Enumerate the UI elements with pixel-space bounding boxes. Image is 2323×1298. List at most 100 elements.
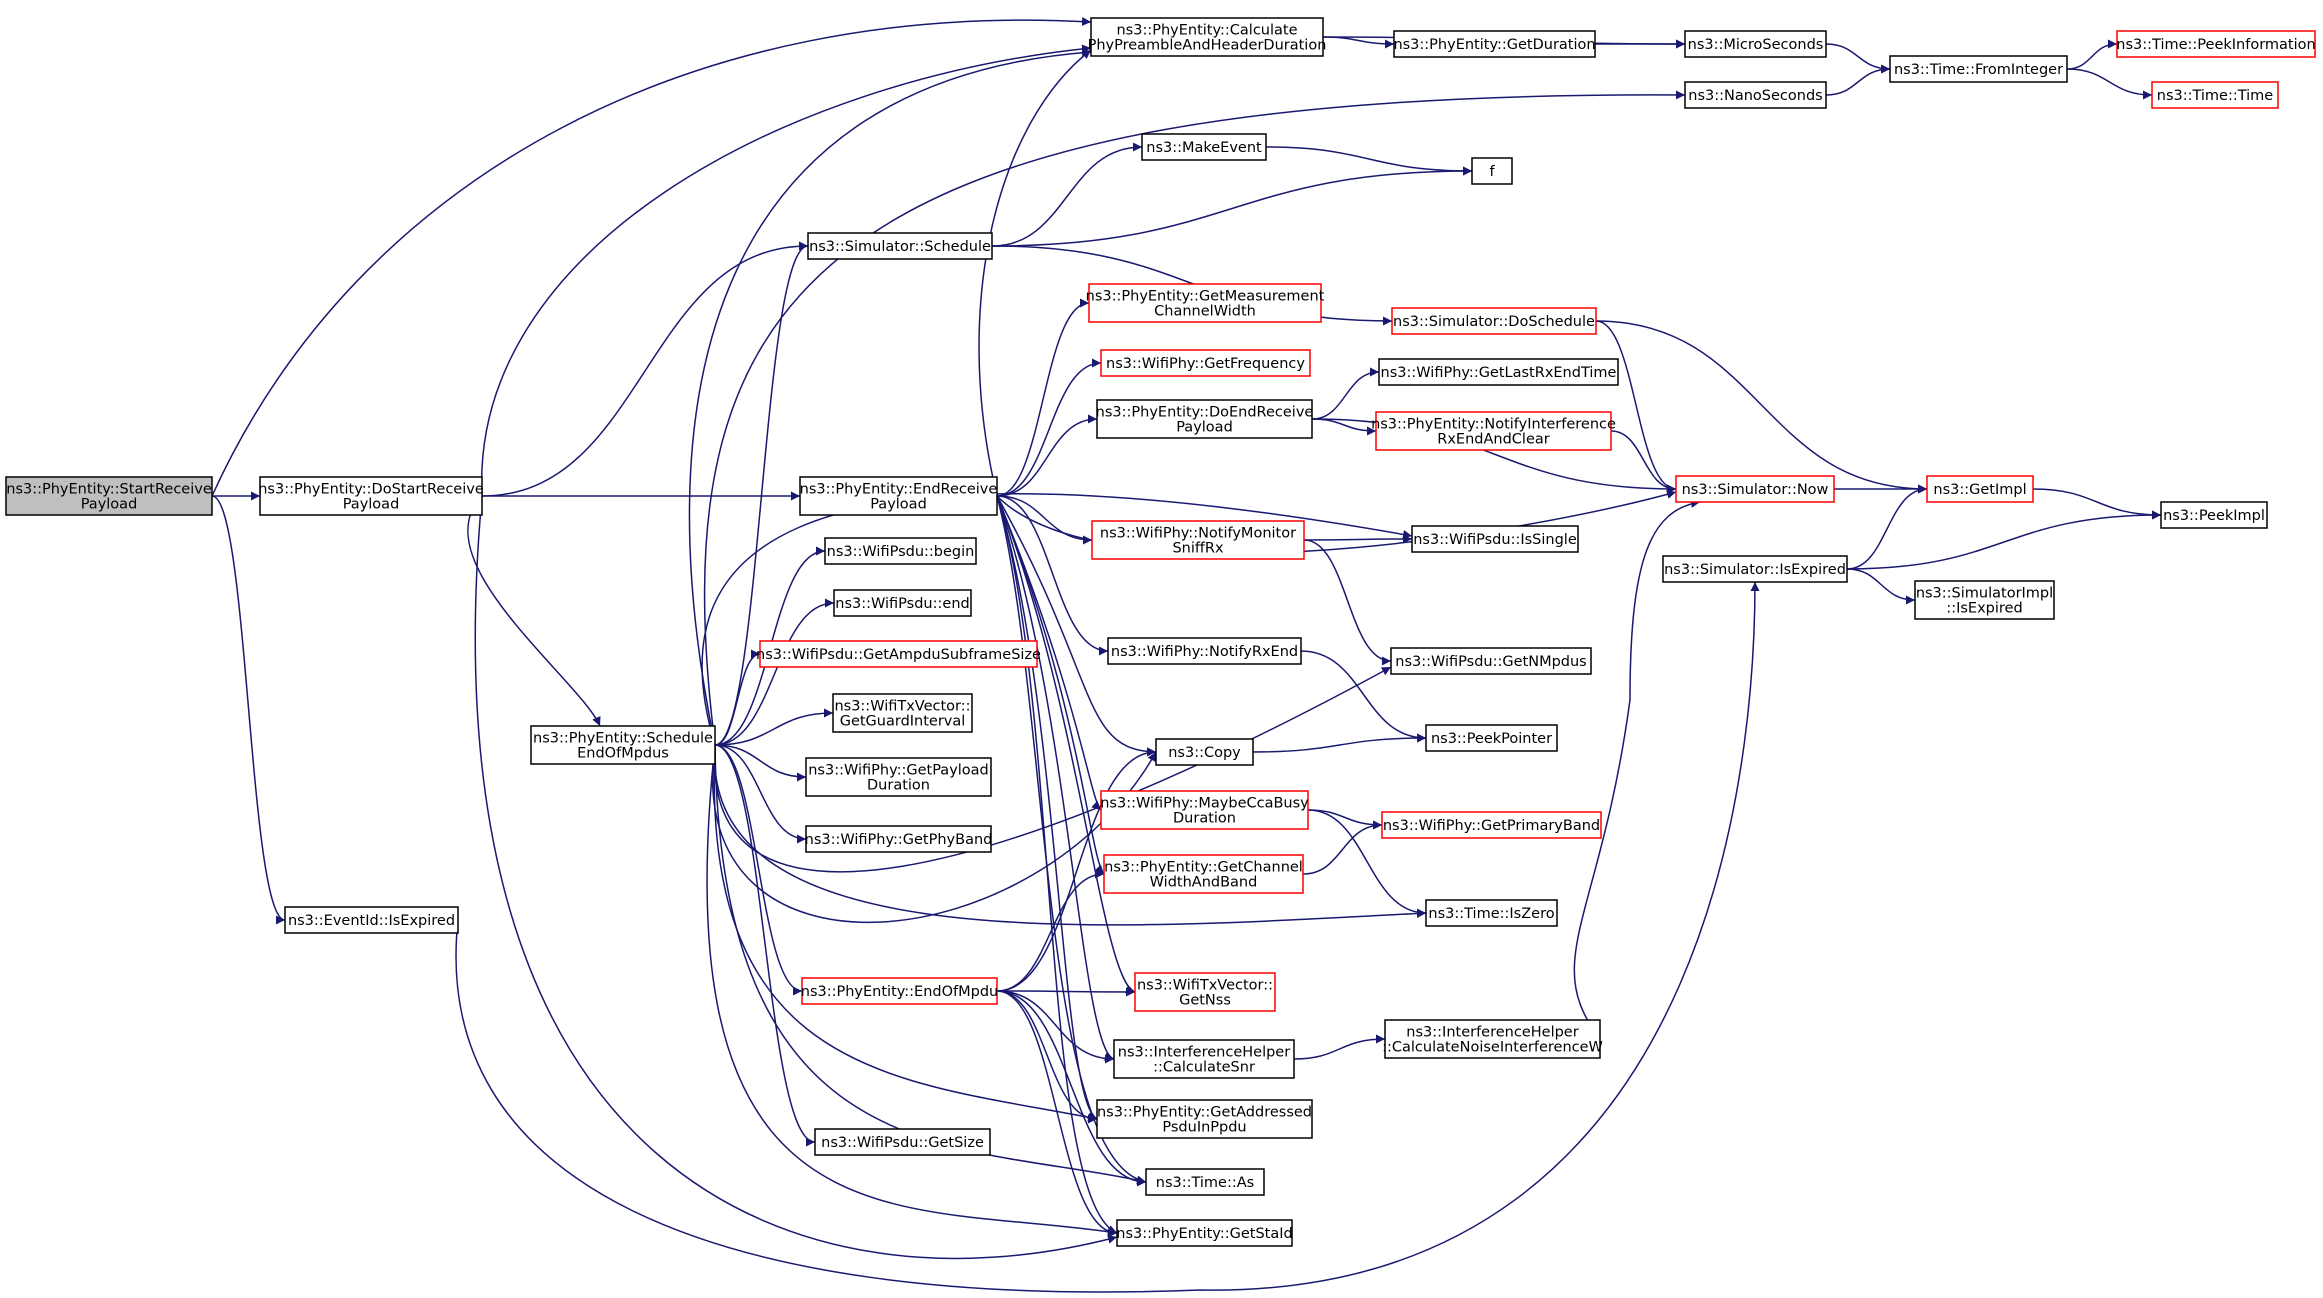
node-event-id-is-expired[interactable]: ns3::EventId::IsExpired [284,906,459,934]
node-box [1384,1019,1601,1059]
node-get-sta-id[interactable]: ns3::PhyEntity::GetStaId [1116,1219,1293,1247]
node-label: ns3::WifiPhy::GetLastRxEndTime [1381,365,1617,381]
node-box [1378,358,1619,386]
node-psdu-begin[interactable]: ns3::WifiPsdu::begin [824,537,977,565]
node-label: ns3::WifiPhy::GetPayload [808,763,989,779]
node-get-frequency[interactable]: ns3::WifiPhy::GetFrequency [1100,349,1311,377]
node-get-n-mpdus[interactable]: ns3::WifiPsdu::GetNMpdus [1390,647,1592,675]
node-from-integer[interactable]: ns3::Time::FromInteger [1889,55,2068,83]
node-label: ::CalculateNoiseInterferenceW [1382,1040,1603,1056]
node-nano-seconds[interactable]: ns3::NanoSeconds [1684,81,1827,109]
node-label: ns3::WifiPhy::GetPhyBand [805,832,993,848]
node-box [1091,520,1305,560]
edge-path [996,495,1157,757]
node-ampdu-subframe[interactable]: ns3::WifiPsdu::GetAmpduSubframeSize [756,640,1041,668]
edge-end-receive-payload-to-sim-now [996,490,1677,555]
node-make-event[interactable]: ns3::MakeEvent [1141,133,1267,161]
edge-path [1302,820,1383,875]
node-peek-impl[interactable]: ns3::PeekImpl [2160,501,2268,529]
node-time-is-zero[interactable]: ns3::Time::IsZero [1425,899,1558,927]
node-label: PsduInPpdu [1162,1120,1246,1136]
edge-path [1293,1034,1386,1060]
node-box [1381,811,1602,839]
node-get-impl[interactable]: ns3::GetImpl [1926,475,2034,503]
node-time-time[interactable]: ns3::Time::Time [2151,81,2279,109]
node-box [1107,637,1302,665]
node-notify-rx-end[interactable]: ns3::WifiPhy::NotifyRxEnd [1107,637,1302,665]
edge-end-receive-payload-to-channel-width-band [996,495,1105,875]
edge-from-integer-to-time-time [2066,68,2153,100]
node-primary-band[interactable]: ns3::WifiPhy::GetPrimaryBand [1381,811,1602,839]
node-end-of-mpdu[interactable]: ns3::PhyEntity::EndOfMpdu [801,977,999,1005]
node-last-rx-end[interactable]: ns3::WifiPhy::GetLastRxEndTime [1378,358,1619,386]
node-box [1113,1039,1295,1079]
node-f-node[interactable]: f [1471,157,1513,185]
node-do-schedule[interactable]: ns3::Simulator::DoSchedule [1391,307,1597,335]
node-calc-preamble[interactable]: ns3::PhyEntity::CalculatePhyPreambleAndH… [1088,17,1327,57]
edge-schedule-end-of-mpdus-to-get-sta-id [706,744,1118,1237]
node-get-phy-band[interactable]: ns3::WifiPhy::GetPhyBand [805,825,993,853]
node-box [1100,349,1311,377]
node-sim-impl-is-expired[interactable]: ns3::SimulatorImpl::IsExpired [1914,580,2055,620]
edge-end-of-mpdu-to-addressed-psdu [996,990,1098,1124]
node-box [799,476,998,516]
edge-end-receive-payload-to-calc-snr [996,495,1115,1061]
node-label: ns3::Simulator::Schedule [809,239,991,255]
node-box [814,1128,991,1156]
edge-sim-is-expired-to-peek-impl [1846,510,2162,570]
edge-schedule-end-of-mpdus-to-get-phy-band [714,744,807,844]
node-micro-seconds[interactable]: ns3::MicroSeconds [1684,30,1827,58]
edge-schedule-end-of-mpdus-to-guard-interval [714,708,834,746]
node-get-duration[interactable]: ns3::PhyEntity::GetDuration [1393,30,1596,58]
edge-path [706,744,1118,1237]
node-meas-channel-width[interactable]: ns3::PhyEntity::GetMeasurementChannelWid… [1086,283,1325,323]
node-sim-schedule[interactable]: ns3::Simulator::Schedule [807,232,993,260]
node-peek-information[interactable]: ns3::Time::PeekInformation [2116,30,2316,58]
node-box [1684,81,1827,109]
node-notify-interf[interactable]: ns3::PhyEntity::NotifyInterferenceRxEndA… [1371,411,1616,451]
node-calc-noise[interactable]: ns3::InterferenceHelper::CalculateNoiseI… [1382,1019,1603,1059]
node-box [1096,399,1313,439]
node-box [1393,30,1596,58]
node-label: ns3::PhyEntity::StartReceive [6,482,212,498]
node-calc-snr[interactable]: ns3::InterferenceHelper::CalculateSnr [1113,1039,1295,1079]
edge-path [714,744,816,1147]
node-sim-is-expired[interactable]: ns3::Simulator::IsExpired [1662,555,1848,583]
node-label: Payload [870,497,927,513]
edge-schedule-end-of-mpdus-to-is-single [701,493,1413,746]
edge-copy-node-to-peek-pointer [1252,733,1427,753]
edge-schedule-end-of-mpdus-to-payload-duration [714,744,807,782]
node-box [1141,133,1267,161]
node-psdu-end[interactable]: ns3::WifiPsdu::end [833,589,972,617]
edge-end-receive-payload-to-copy-node [996,495,1157,757]
edge-schedule-end-of-mpdus-to-time-is-zero [714,744,1427,926]
node-box [1134,972,1276,1012]
node-peek-pointer[interactable]: ns3::PeekPointer [1425,724,1558,752]
node-get-nss[interactable]: ns3::WifiTxVector::GetNss [1134,972,1276,1012]
node-guard-interval[interactable]: ns3::WifiTxVector::GetGuardInterval [832,693,973,733]
node-label: Duration [867,778,930,794]
node-label: ns3::WifiPsdu::end [835,596,969,612]
node-is-single[interactable]: ns3::WifiPsdu::IsSingle [1411,525,1579,553]
node-time-as[interactable]: ns3::Time::As [1145,1168,1265,1196]
node-psdu-get-size[interactable]: ns3::WifiPsdu::GetSize [814,1128,991,1156]
edge-maybe-cca-busy-to-time-is-zero [1307,809,1427,918]
edge-sim-schedule-to-make-event [991,142,1143,247]
edge-path [688,48,1092,746]
node-box [284,906,459,934]
node-box [1100,790,1309,830]
node-label: Payload [343,497,400,513]
edge-path [714,744,807,844]
node-sim-now[interactable]: ns3::Simulator::Now [1675,475,1835,503]
node-copy-node[interactable]: ns3::Copy [1155,738,1254,766]
